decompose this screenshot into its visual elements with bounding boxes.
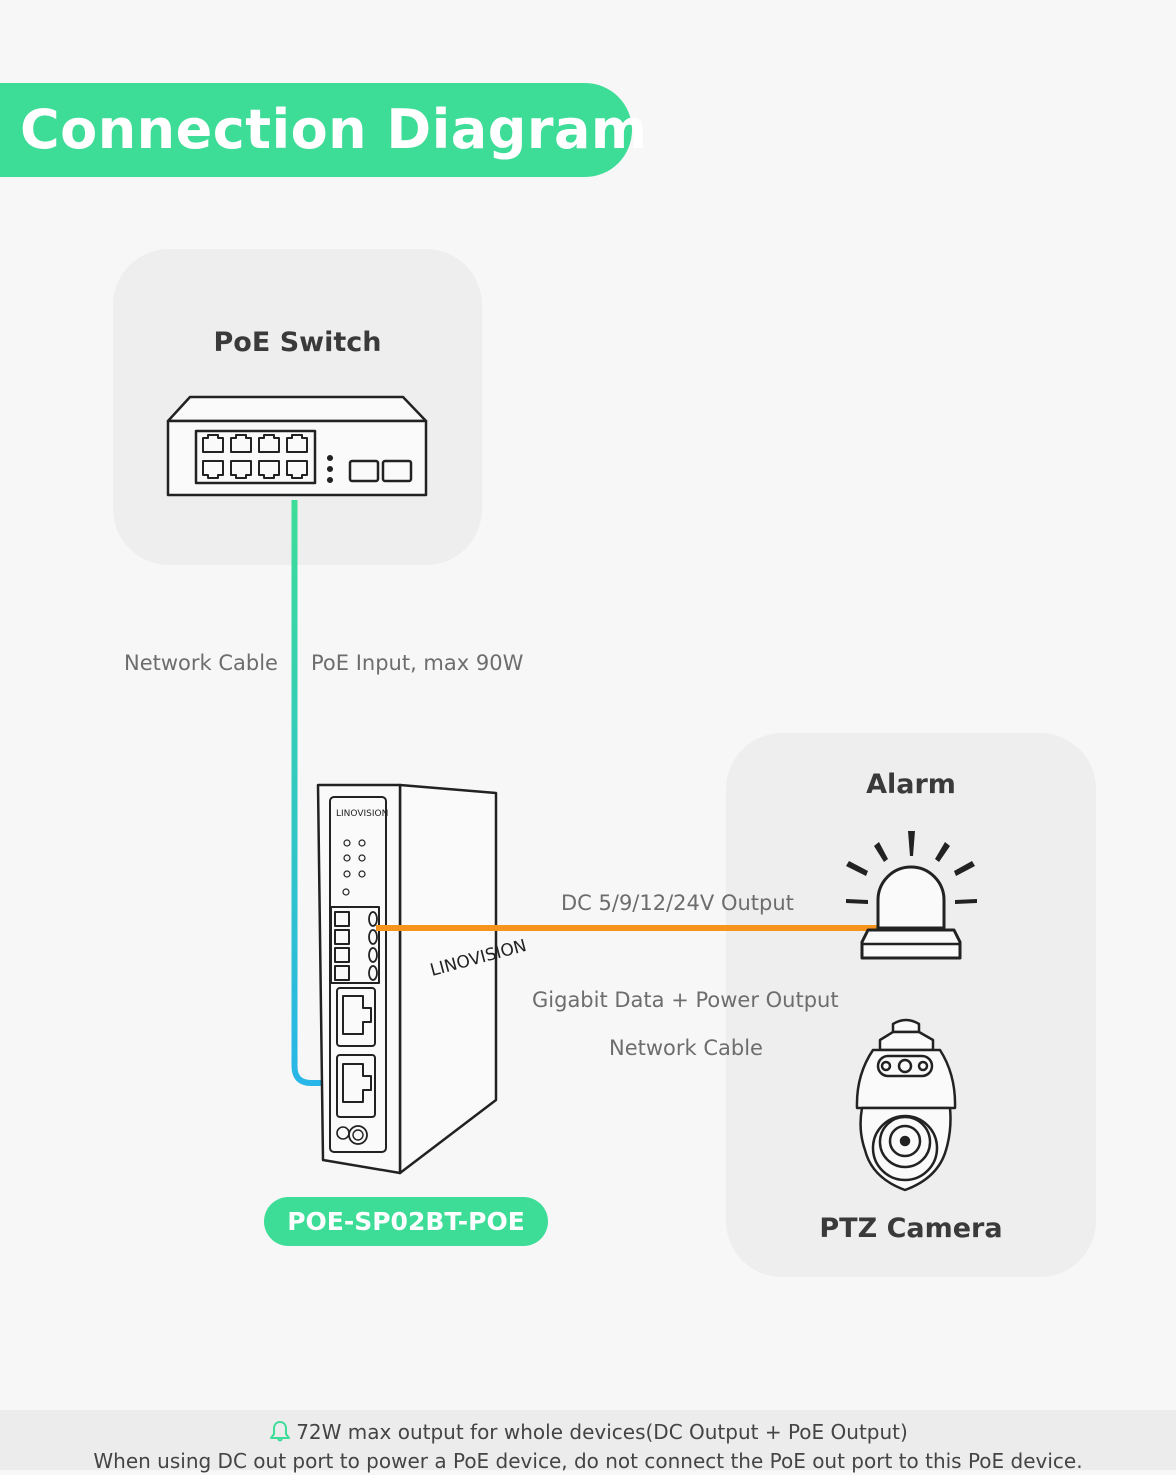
poe-switch-icon <box>166 395 428 497</box>
alarm-label: Alarm <box>866 769 956 800</box>
splitter-front-brand: LINOVISION <box>336 809 388 819</box>
poe-input-label: PoE Input, max 90W <box>311 651 524 675</box>
poe-output-label: Gigabit Data + Power Output <box>532 988 839 1012</box>
alarm-icon <box>846 831 977 960</box>
model-label: POE-SP02BT-POE <box>287 1207 525 1236</box>
camera-label: PTZ Camera <box>819 1213 1003 1244</box>
note-line-1-text: 72W max output for whole devices(DC Outp… <box>296 1420 908 1444</box>
model-badge <box>264 1197 548 1246</box>
bell-icon <box>270 1421 291 1442</box>
splitter-device-icon <box>316 783 498 1175</box>
input-cable-label: Network Cable <box>124 651 278 675</box>
dc-output-label: DC 5/9/12/24V Output <box>561 891 794 915</box>
page-title: Connection Diagram <box>20 98 648 161</box>
note-line-2: When using DC out port to power a PoE de… <box>93 1449 1083 1473</box>
input-network-cable <box>291 500 340 1086</box>
ptz-camera-icon <box>855 1018 957 1192</box>
note-line-1: 72W max output for whole devices(DC Outp… <box>0 1418 1176 1446</box>
header-banner <box>0 83 632 177</box>
footer-note-area <box>0 1410 1176 1470</box>
switch-label: PoE Switch <box>213 327 382 358</box>
poe-output-cable-label: Network Cable <box>609 1036 763 1060</box>
